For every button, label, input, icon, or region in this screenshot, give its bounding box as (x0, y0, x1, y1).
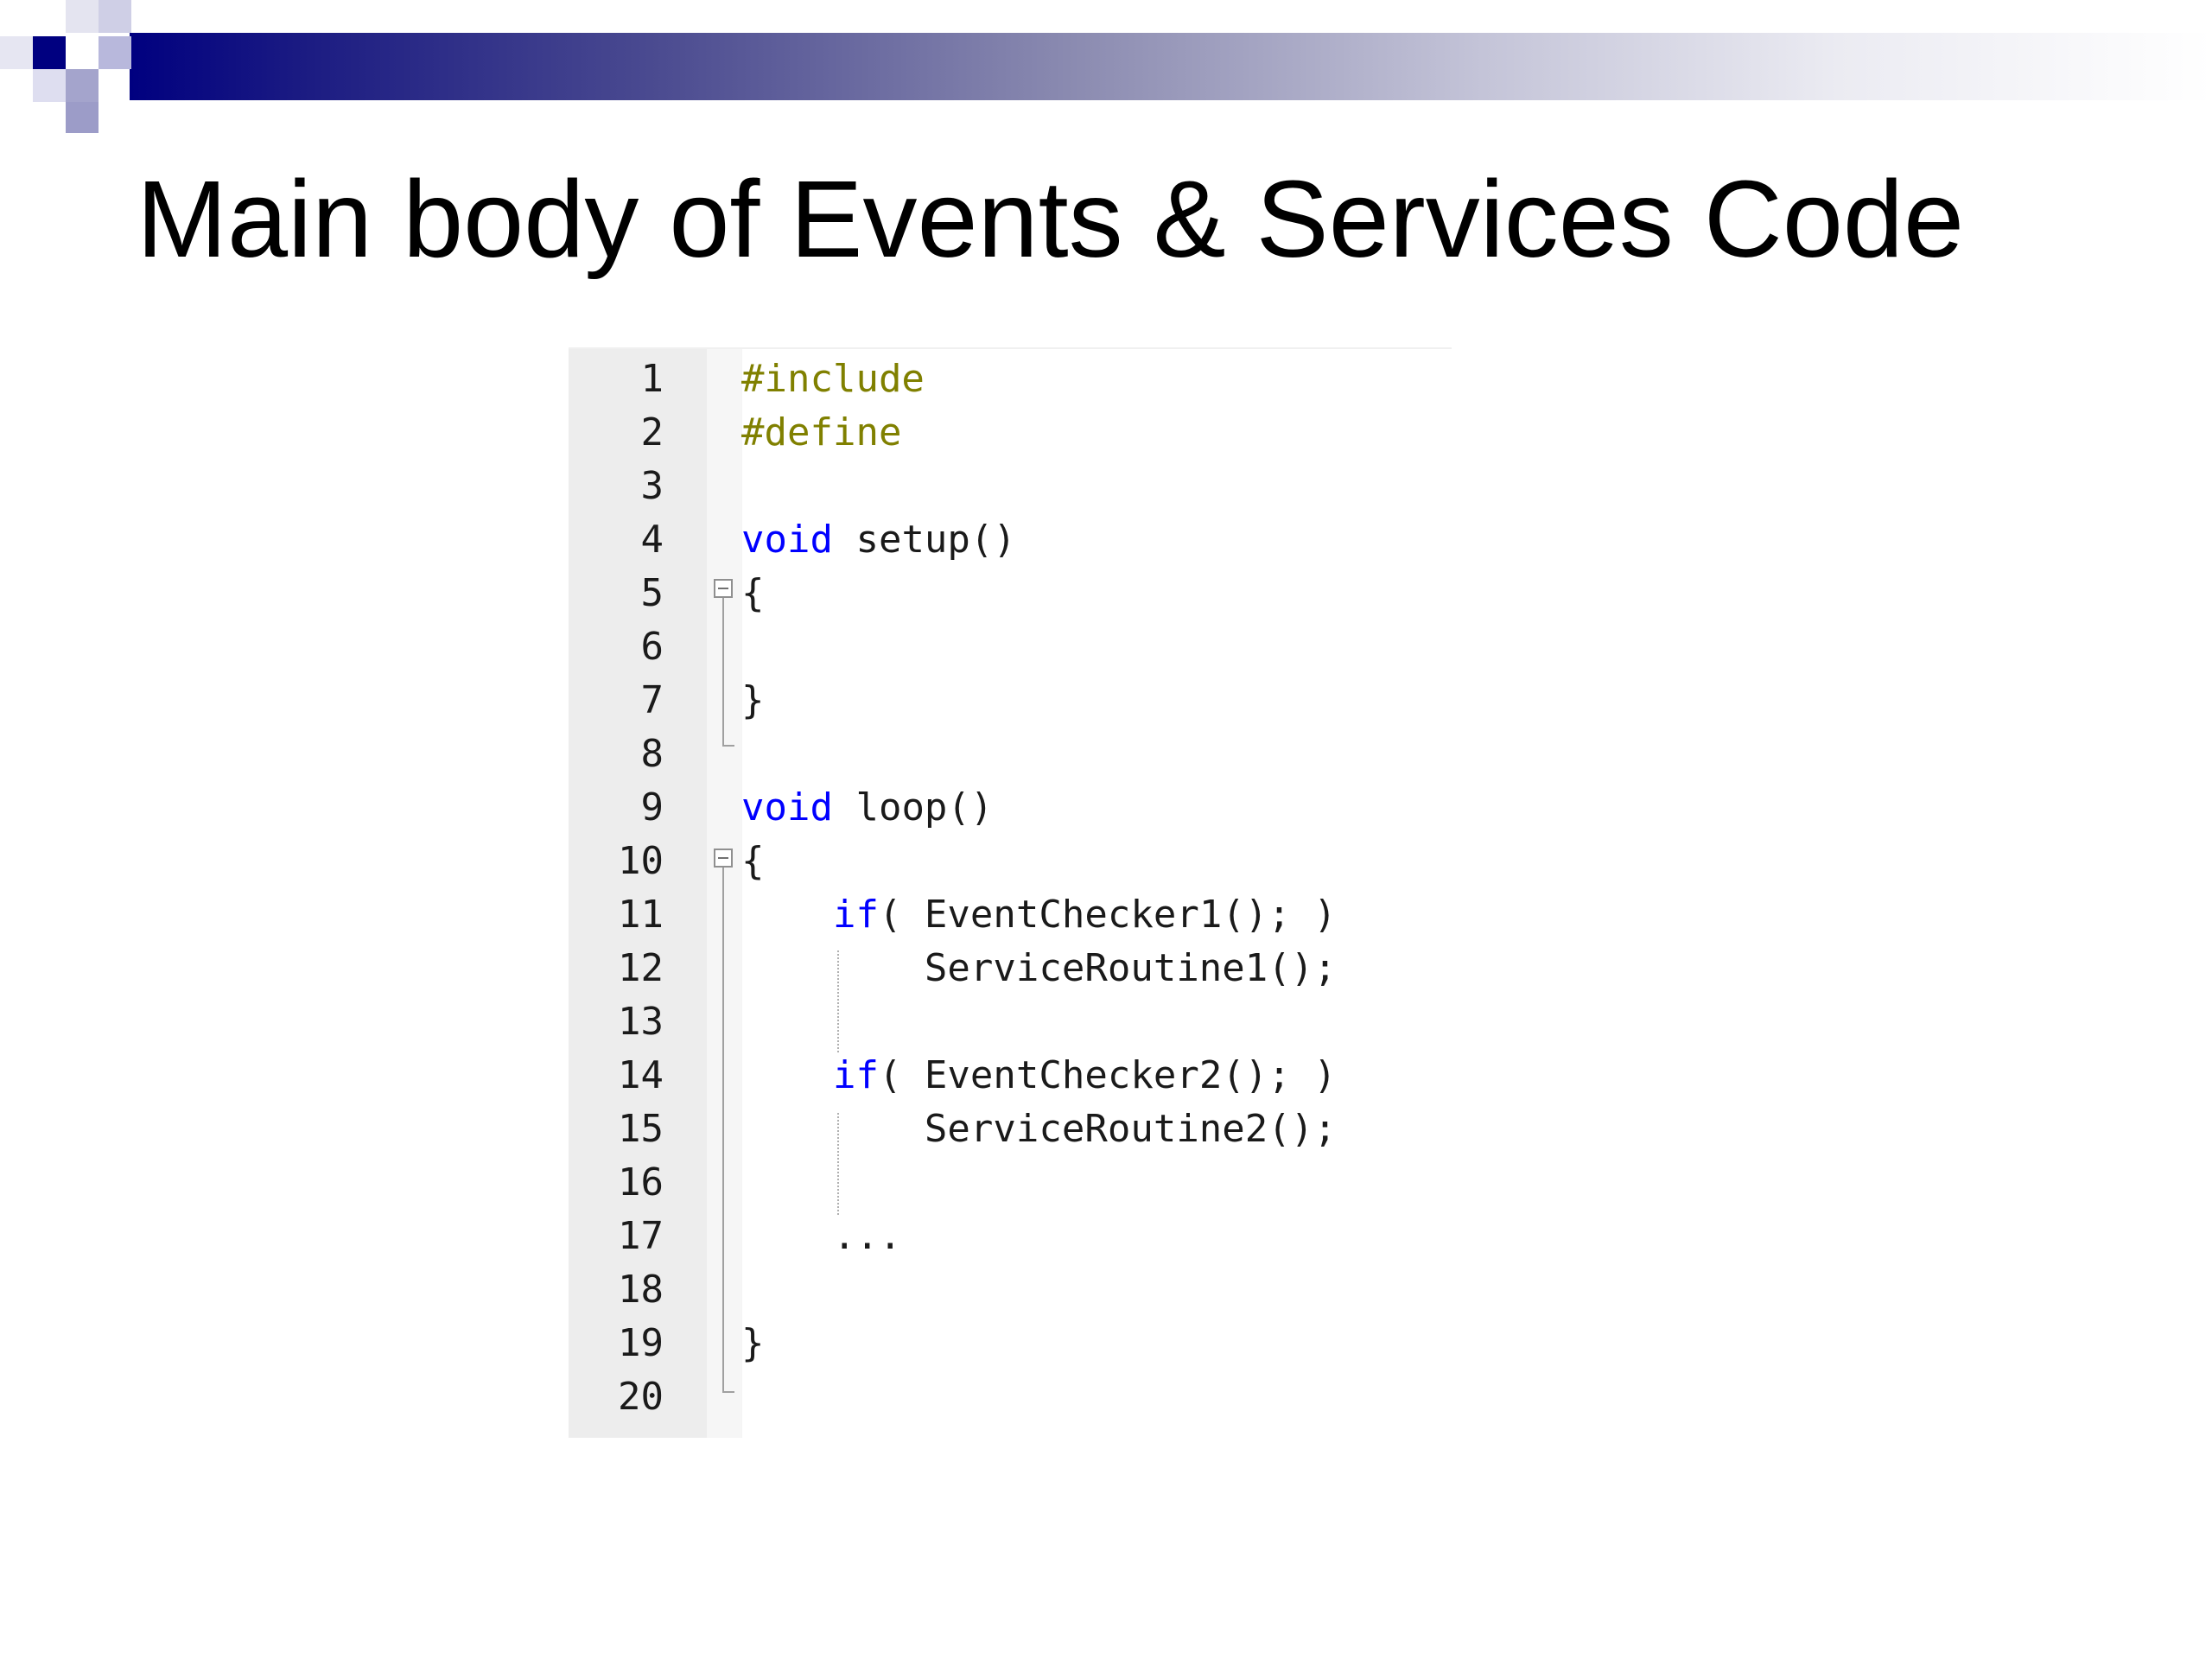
decorative-square (99, 0, 131, 33)
keyword: if (832, 893, 879, 937)
line-number: 17 (618, 1214, 664, 1258)
code-text: loop() (832, 785, 994, 830)
line-number: 20 (618, 1375, 664, 1419)
line-number: 16 (618, 1160, 664, 1205)
code-text: setup() (832, 518, 1016, 562)
keyword: void (741, 785, 833, 830)
indent-guide (837, 1113, 839, 1215)
slide-title: Main body of Events & Services Code (137, 158, 1965, 280)
line-number: 13 (618, 1000, 664, 1044)
code-line: #define (741, 406, 901, 460)
code-text: ServiceRoutine1(); (741, 946, 1337, 990)
code-text: { (741, 571, 765, 615)
code-text: } (741, 678, 765, 722)
decorative-square (66, 0, 99, 33)
header-bar (130, 33, 2212, 100)
decorative-square (66, 102, 99, 133)
fold-end-marker (722, 1391, 734, 1393)
preprocessor-directive: #include (741, 357, 925, 401)
decorative-square (33, 36, 66, 69)
code-text: ( EventChecker1(); ) (878, 893, 1337, 937)
preprocessor-directive: #define (741, 410, 902, 454)
code-line: ... (741, 1210, 901, 1263)
code-line: { (741, 567, 765, 620)
code-line: if( EventChecker2(); ) (741, 1049, 1337, 1103)
line-number: 4 (640, 518, 664, 562)
fold-end-marker (722, 745, 734, 747)
line-number: 5 (640, 571, 664, 615)
code-line: #include (741, 353, 925, 406)
indent-guide (837, 950, 839, 1052)
line-number: 3 (640, 464, 664, 508)
code-line: if( EventChecker1(); ) (741, 888, 1337, 942)
line-number: 14 (618, 1053, 664, 1097)
code-text: ( EventChecker2(); ) (878, 1053, 1337, 1097)
code-line: ServiceRoutine1(); (741, 942, 1337, 995)
code-line: } (741, 1317, 765, 1370)
decorative-square (66, 69, 99, 102)
code-line: } (741, 674, 765, 728)
fold-line (722, 598, 724, 747)
line-number: 2 (640, 410, 664, 454)
keyword: void (741, 518, 833, 562)
code-line: { (741, 835, 765, 888)
code-line: void setup() (741, 513, 1016, 567)
line-number: 11 (618, 893, 664, 937)
line-number: 10 (618, 839, 664, 883)
code-text: { (741, 839, 765, 883)
line-number: 9 (640, 785, 664, 830)
line-number: 15 (618, 1107, 664, 1151)
code-line: ServiceRoutine2(); (741, 1103, 1337, 1156)
line-number: 19 (618, 1321, 664, 1365)
line-number: 12 (618, 946, 664, 990)
code-text: ServiceRoutine2(); (741, 1107, 1337, 1151)
decorative-square (0, 36, 33, 69)
line-number: 1 (640, 357, 664, 401)
decorative-square (33, 69, 66, 102)
fold-collapse-icon (714, 579, 733, 598)
line-number: 8 (640, 732, 664, 776)
line-number: 7 (640, 678, 664, 722)
keyword: if (832, 1053, 879, 1097)
code-text: ... (741, 1214, 902, 1258)
code-line: void loop() (741, 781, 993, 835)
fold-line (722, 868, 724, 1393)
code-text: } (741, 1321, 765, 1365)
fold-collapse-icon (714, 849, 733, 868)
line-number: 18 (618, 1268, 664, 1312)
decorative-square (99, 36, 131, 69)
line-number: 6 (640, 625, 664, 669)
fold-gutter (707, 349, 741, 1438)
